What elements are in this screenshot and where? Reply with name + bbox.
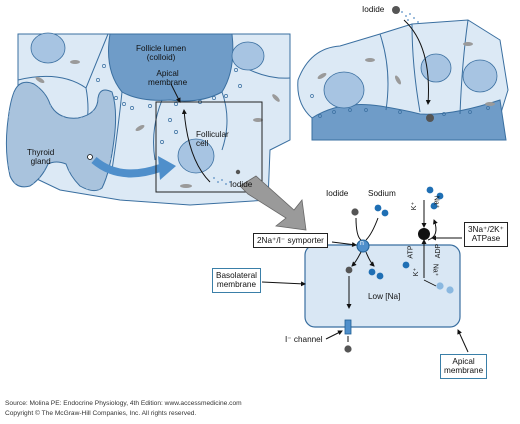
zoom-box: [155, 101, 263, 193]
label-follicular-cell: Follicular cell: [196, 130, 229, 149]
label-sodium: Sodium: [368, 189, 396, 198]
label-iodide-small: Iodide: [230, 180, 253, 189]
label-atpase-line1: 3Na⁺/2K⁺: [468, 225, 504, 234]
label-thyroid-line1: Thyroid: [27, 148, 55, 157]
iodide-out-dot: [351, 208, 359, 216]
label-atpase-line2: ATPase: [471, 234, 501, 244]
thyroid-gland-shape: [5, 81, 117, 192]
label-low-na: Low [Na]: [368, 292, 401, 301]
zoom-detail-arrow: [239, 175, 307, 231]
label-pump-atp: ATP: [407, 245, 415, 259]
label-follicular-line1: Follicular: [196, 130, 229, 139]
label-i-channel: I⁻ channel: [285, 335, 323, 344]
copyright-line: Copyright © The McGraw-Hill Companies, I…: [5, 410, 197, 417]
label-basolateral-line1: Basolateral: [216, 271, 257, 280]
label-basolateral-line2: membrane: [216, 280, 257, 290]
symporter-protein: [356, 239, 370, 253]
label-thyroid-gland: Thyroid gland: [27, 148, 54, 167]
atpase-pump: [418, 228, 430, 240]
iodide-dots-small: [213, 177, 231, 185]
label-follicle-lumen: Follicle lumen (colloid): [136, 44, 186, 63]
inset-iodide-path: [403, 19, 431, 105]
label-apical-top-line1: Apical: [156, 69, 179, 78]
label-pump-na-bottom: Na⁺: [431, 263, 439, 277]
cell-nuclei: [30, 32, 265, 174]
label-symporter-mark: n: [360, 240, 364, 247]
follicle-lumen: [108, 33, 234, 102]
gland-marker: [87, 154, 93, 160]
label-atpase: 3Na⁺/2K⁺ ATPase: [464, 222, 508, 247]
inset-iodide-bottom: [426, 114, 434, 122]
label-iodide-detail: Iodide: [326, 189, 349, 198]
label-basolateral-membrane: Basolateral membrane: [212, 268, 261, 293]
label-apical-membrane-top: Apical membrane: [148, 69, 187, 88]
apical-vesicles: [96, 64, 242, 144]
label-apical-bottom-line2: membrane: [444, 366, 484, 376]
follicular-cell-path-arrow: [181, 109, 211, 183]
label-follicle-lumen-line1: Follicle lumen: [136, 44, 187, 53]
detail-cell: [304, 186, 461, 353]
label-follicle-lumen-line2: (colloid): [146, 53, 176, 63]
inset-cell-panel: [297, 6, 509, 141]
label-apical-top-line2: membrane: [148, 78, 188, 88]
label-apical-membrane-bottom: Apical membrane: [440, 354, 488, 379]
label-thyroid-line2: gland: [30, 157, 51, 167]
inset-iodide-top: [392, 6, 400, 14]
label-apical-bottom-line1: Apical: [452, 357, 475, 366]
label-pump-adp: ADP: [435, 243, 443, 259]
label-iodide-top-right: Iodide: [362, 5, 385, 14]
source-line: Source: Molina PE: Endocrine Physiology,…: [5, 400, 242, 407]
zoom-curve-arrow: [91, 156, 162, 178]
iodide-channel: [344, 319, 352, 335]
callout-lines: [170, 83, 469, 353]
label-follicular-line2: cell: [196, 139, 209, 149]
label-pump-na-top: Na⁺: [432, 195, 440, 209]
label-symporter: 2Na⁺/I⁻ symporter: [253, 233, 328, 249]
label-pump-k-bottom: K⁺: [413, 267, 421, 277]
label-pump-k-top: K⁺: [411, 201, 419, 211]
